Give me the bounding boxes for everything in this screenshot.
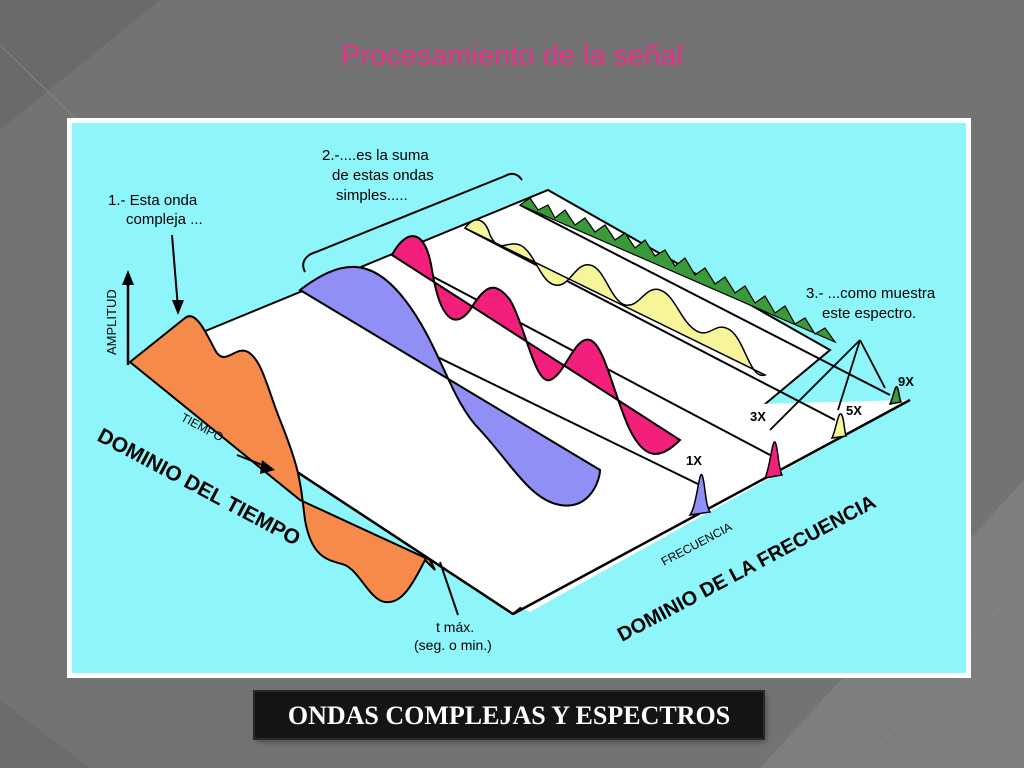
note3-arrow-c	[859, 339, 886, 389]
amplitude-arrowhead	[122, 270, 134, 285]
diagram-svg: 1.- Esta onda compleja ... 2.-....es la …	[94, 147, 936, 653]
tmax-arrow	[439, 561, 459, 616]
harmonic-label-9x: 9X	[898, 374, 914, 389]
spectrum-peak-9x	[888, 386, 903, 406]
third-harmonic-wave	[390, 235, 682, 455]
note3-arrow-b	[837, 339, 861, 411]
frequency-domain-plane	[428, 400, 910, 612]
harmonic-label-1x: 1X	[686, 453, 702, 468]
note1-line1: 1.- Esta onda	[108, 192, 198, 209]
note3-line1: 3.- ...como muestra	[806, 285, 936, 302]
note3-arrow-a	[769, 339, 861, 431]
note2-line1: 2.-....es la suma	[322, 147, 429, 164]
spectrum-peak-3x	[763, 441, 784, 479]
spectrum-peak-1x	[688, 474, 712, 517]
caption-box: ONDAS COMPLEJAS Y ESPECTROS	[255, 692, 763, 738]
note2-line3: simples.....	[336, 187, 408, 204]
note3-line2: este espectro.	[822, 305, 916, 322]
tmax-line2: (seg. o min.)	[414, 637, 492, 653]
waveform-spectrum-diagram: 1.- Esta onda compleja ... 2.-....es la …	[72, 123, 966, 673]
harmonic-label-3x: 3X	[750, 409, 766, 424]
fifth-harmonic-wave	[463, 219, 767, 376]
note1-line2: compleja ...	[126, 211, 203, 228]
tmax-line1: t máx.	[436, 619, 474, 635]
note2-line2: de estas ondas	[332, 167, 434, 184]
fundamental-wave	[298, 265, 602, 507]
note1-arrow	[171, 234, 179, 309]
spectrum-peak-5x	[830, 413, 847, 439]
slide-title: Procesamiento de la señal	[341, 40, 683, 72]
ninth-harmonic-wave	[518, 197, 837, 344]
complex-wave	[128, 315, 436, 604]
amplitude-label: AMPLITUD	[104, 289, 119, 355]
sum-bracket	[302, 172, 523, 273]
harmonic-label-5x: 5X	[846, 403, 862, 418]
